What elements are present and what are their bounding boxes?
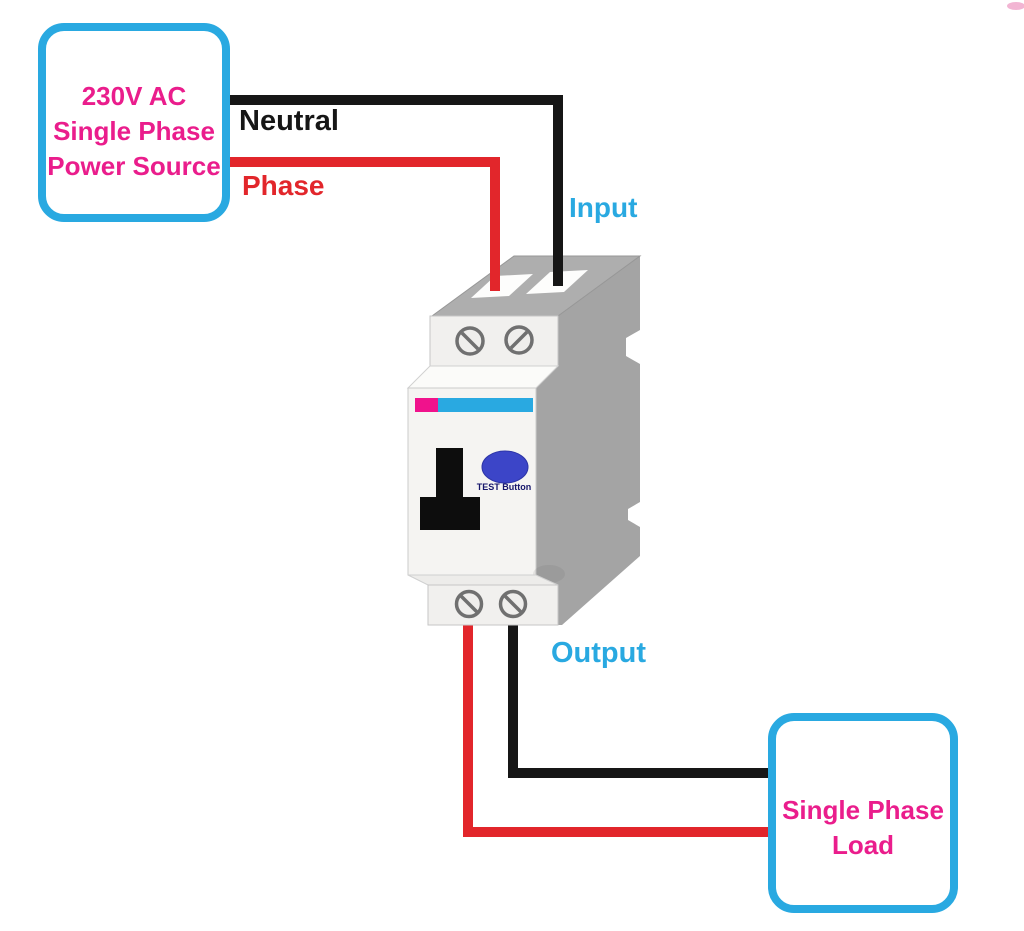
watermark-pink	[1007, 2, 1024, 10]
input-terminal-label: Input	[569, 192, 638, 223]
brand-stripe-magenta	[415, 398, 438, 412]
neutral-output-wire	[508, 610, 774, 778]
test-button-label: TEST Button	[477, 482, 532, 492]
device-lower-step	[407, 574, 559, 586]
power-source-line: Single Phase	[53, 116, 215, 146]
device-side-face	[536, 256, 640, 625]
screw-top-right-icon	[504, 325, 534, 355]
toggle-switch-base	[420, 497, 480, 530]
terminal-panel-top	[429, 315, 559, 367]
power-source-box: 230V AC Single Phase Power Source	[38, 23, 230, 222]
neutral-wire-label: Neutral	[239, 105, 339, 137]
phase-wire-label: Phase	[242, 170, 325, 201]
screw-top-left-icon	[455, 326, 485, 356]
toggle-switch-lever	[436, 448, 463, 500]
power-source-line: 230V AC	[81, 81, 187, 111]
device-upper-step	[406, 365, 560, 389]
input-slot-left	[471, 274, 533, 298]
test-button	[481, 450, 529, 484]
neutral-input-wire	[229, 95, 563, 286]
phase-input-wire	[229, 157, 500, 291]
load-box: Single Phase Load	[768, 713, 958, 913]
screw-bottom-left-icon	[454, 589, 484, 619]
load-line: Single Phase	[782, 795, 944, 825]
power-source-line: Power Source	[47, 151, 221, 181]
load-line: Load	[831, 830, 895, 860]
screw-bottom-right-icon	[498, 589, 528, 619]
phase-output-wire	[463, 610, 774, 837]
terminal-panel-bottom	[427, 584, 559, 626]
brand-stripe-cyan	[438, 398, 533, 412]
output-terminal-label: Output	[551, 637, 647, 669]
